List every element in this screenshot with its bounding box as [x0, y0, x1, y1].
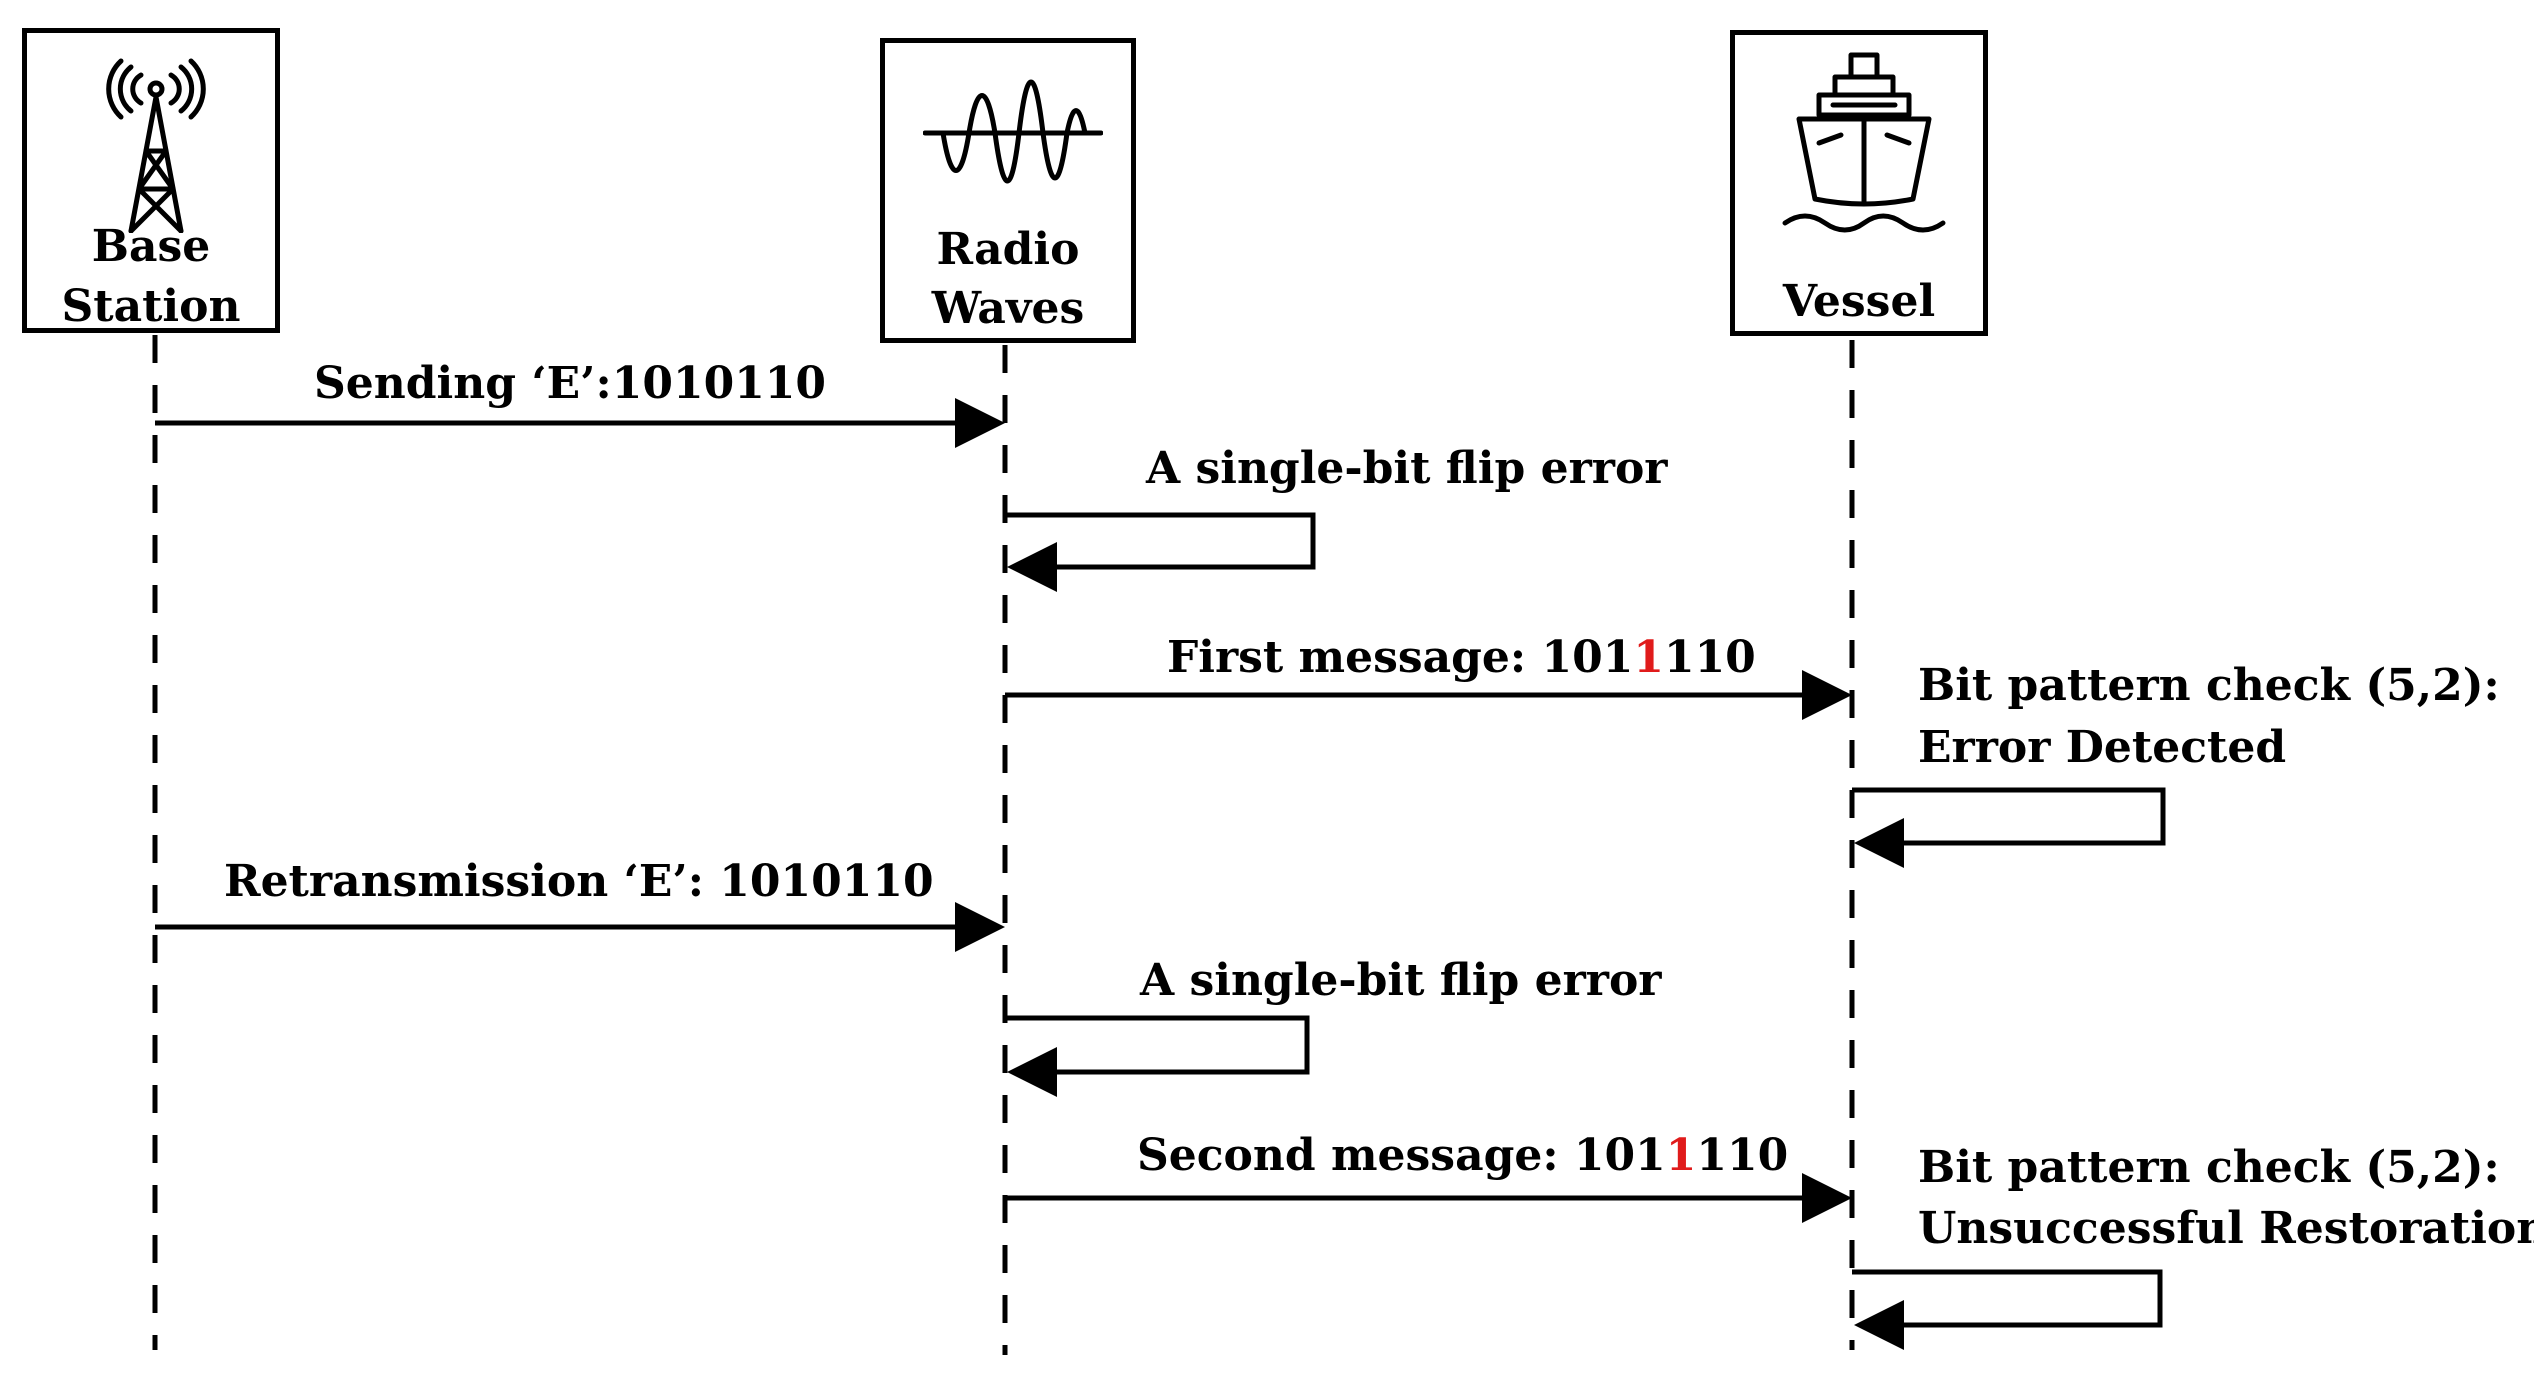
actor-label-base-line2: Station — [61, 281, 241, 332]
actor-label-vessel: Vessel — [1782, 276, 1936, 327]
first-message-flipped-bit: 1 — [1633, 632, 1664, 683]
label-retransmission: Retransmission ‘E’: 1010110 — [224, 856, 934, 907]
sine-wave-icon — [923, 79, 1103, 184]
arrow-flip-error-1 — [1005, 512, 1316, 592]
actor-radio-waves: Radio Waves — [880, 38, 1136, 343]
actor-label-radio-line1: Radio — [936, 224, 1080, 275]
arrow-flip-error-2 — [1005, 1015, 1310, 1097]
actor-base-station: Base Station — [22, 28, 280, 333]
arrow-check-1 — [1852, 787, 2166, 868]
label-second-message: Second message: 1011110 — [1137, 1130, 1788, 1182]
ship-icon — [1782, 52, 1946, 233]
actor-label-base-line1: Base — [91, 221, 211, 272]
label-check-1-line2: Error Detected — [1918, 722, 2287, 773]
label-check-1-line1: Bit pattern check (5,2): — [1918, 660, 2500, 711]
second-message-suffix: 110 — [1696, 1130, 1789, 1181]
actor-vessel: Vessel — [1730, 30, 1988, 336]
label-flip-error-1: A single-bit flip error — [1146, 443, 1668, 494]
second-message-prefix: Second message: 101 — [1137, 1130, 1666, 1181]
label-first-message: First message: 1011110 — [1167, 632, 1756, 684]
label-flip-error-2: A single-bit flip error — [1140, 955, 1662, 1006]
label-check-2-line1: Bit pattern check (5,2): — [1918, 1142, 2500, 1193]
radio-tower-icon — [106, 58, 206, 233]
arrow-check-2 — [1852, 1269, 2163, 1350]
actor-label-radio-line2: Waves — [931, 283, 1085, 334]
second-message-flipped-bit: 1 — [1665, 1130, 1697, 1181]
first-message-prefix: First message: 101 — [1167, 632, 1634, 683]
first-message-suffix: 110 — [1663, 632, 1756, 683]
label-check-2-line2: Unsuccessful Restoration — [1918, 1203, 2534, 1254]
label-sending: Sending ‘E’:1010110 — [314, 358, 827, 409]
